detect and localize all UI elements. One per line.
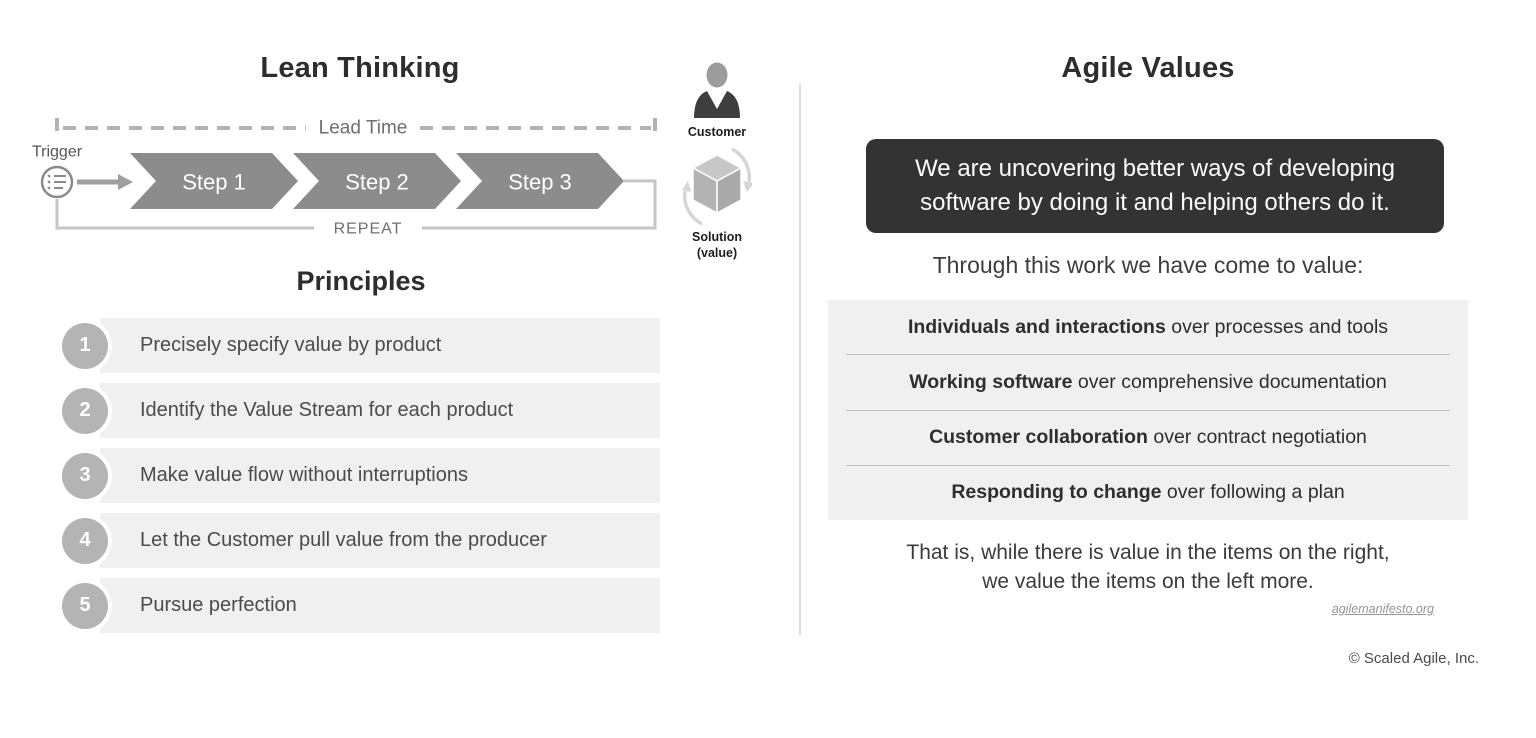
value-bold-text: Individuals and interactions <box>907 315 1166 338</box>
value-bold-text: Customer collaboration <box>929 426 1148 449</box>
principle-row-1: 1 Precisely specify value by product <box>62 318 660 373</box>
value-row-3: Customer collaboration over contract neg… <box>846 411 1450 466</box>
principle-text: Make value flow without interruptions <box>140 464 468 486</box>
manifesto-quote-text: We are uncovering better ways of develop… <box>915 155 1395 216</box>
repeat-loop-line <box>55 179 657 230</box>
principle-row-background <box>100 448 660 503</box>
customer-icon <box>694 62 740 118</box>
principle-number-badge: 4 <box>62 517 108 564</box>
principle-text: Identify the Value Stream for each produ… <box>140 399 514 421</box>
principle-text: Pursue perfection <box>140 594 297 616</box>
copyright-notice: © Scaled Agile, Inc. <box>1348 650 1479 667</box>
values-intro-text: Through this work we have come to value: <box>932 252 1364 278</box>
value-rest-text: over following a plan <box>1161 481 1345 504</box>
customer-label: Customer <box>688 125 746 139</box>
agile-values-panel: Individuals and interactions over proces… <box>828 300 1468 520</box>
value-row-2: Working software over comprehensive docu… <box>846 355 1450 411</box>
principle-number-badge: 3 <box>62 452 108 499</box>
principle-row-background <box>100 383 660 438</box>
trigger-label: Trigger <box>32 144 83 161</box>
customer-solution-icons: Customer Solution (value) <box>682 62 752 260</box>
value-row-1: Individuals and interactions over proces… <box>846 300 1450 356</box>
lean-thinking-title: Lean Thinking <box>260 52 460 84</box>
lead-time-label: Lead Time <box>319 118 408 139</box>
solution-cube-icon <box>682 147 752 226</box>
lead-time-bracket <box>55 118 657 136</box>
solution-label-line2: (value) <box>697 246 737 260</box>
value-bold-text: Working software <box>909 370 1073 393</box>
principle-row-2: 2 Identify the Value Stream for each pro… <box>62 383 660 438</box>
principle-row-background <box>100 318 660 373</box>
repeat-label: REPEAT <box>334 221 403 238</box>
value-rest-text: over processes and tools <box>1165 315 1389 338</box>
manifesto-quote-box: We are uncovering better ways of develop… <box>866 139 1444 233</box>
principles-list: 1 Precisely specify value by product 2 I… <box>62 318 660 643</box>
step-1-label: Step 1 <box>182 170 246 195</box>
closing-line-2: we value the items on the left more. <box>982 570 1314 593</box>
agile-values-title: Agile Values <box>1061 52 1235 84</box>
principle-text: Precisely specify value by product <box>140 334 442 356</box>
principle-row-background <box>100 578 660 633</box>
step-3-label: Step 3 <box>508 170 572 195</box>
trigger-arrow <box>77 174 133 190</box>
vertical-divider <box>799 84 801 635</box>
principle-row-background <box>100 513 660 568</box>
value-rest-text: over contract negotiation <box>1147 426 1367 449</box>
principle-row-4: 4 Let the Customer pull value from the p… <box>62 513 660 568</box>
value-row-4: Responding to change over following a pl… <box>846 466 1450 520</box>
value-bold-text: Responding to change <box>951 481 1162 504</box>
value-rest-text: over comprehensive documentation <box>1072 370 1387 393</box>
step-chevrons: Step 1 Step 2 Step 3 <box>130 153 624 209</box>
principle-row-3: 3 Make value flow without interruptions <box>62 448 660 503</box>
closing-statement: That is, while there is value in the ite… <box>828 538 1468 596</box>
principle-number-badge: 2 <box>62 387 108 434</box>
closing-line-1: That is, while there is value in the ite… <box>906 541 1390 564</box>
principle-number-badge: 5 <box>62 582 108 629</box>
agilemanifesto-link[interactable]: agilemanifesto.org <box>1331 602 1434 616</box>
trigger-checklist-icon <box>40 165 74 199</box>
lean-flow-diagram: Lead Time REPEAT Trigger Step 1 Step 2 <box>32 118 657 238</box>
principle-row-5: 5 Pursue perfection <box>62 578 660 633</box>
principle-number-badge: 1 <box>62 322 108 369</box>
principles-title: Principles <box>296 266 426 296</box>
step-2-label: Step 2 <box>345 170 409 195</box>
principle-text: Let the Customer pull value from the pro… <box>140 529 547 551</box>
solution-label-line1: Solution <box>692 230 742 244</box>
